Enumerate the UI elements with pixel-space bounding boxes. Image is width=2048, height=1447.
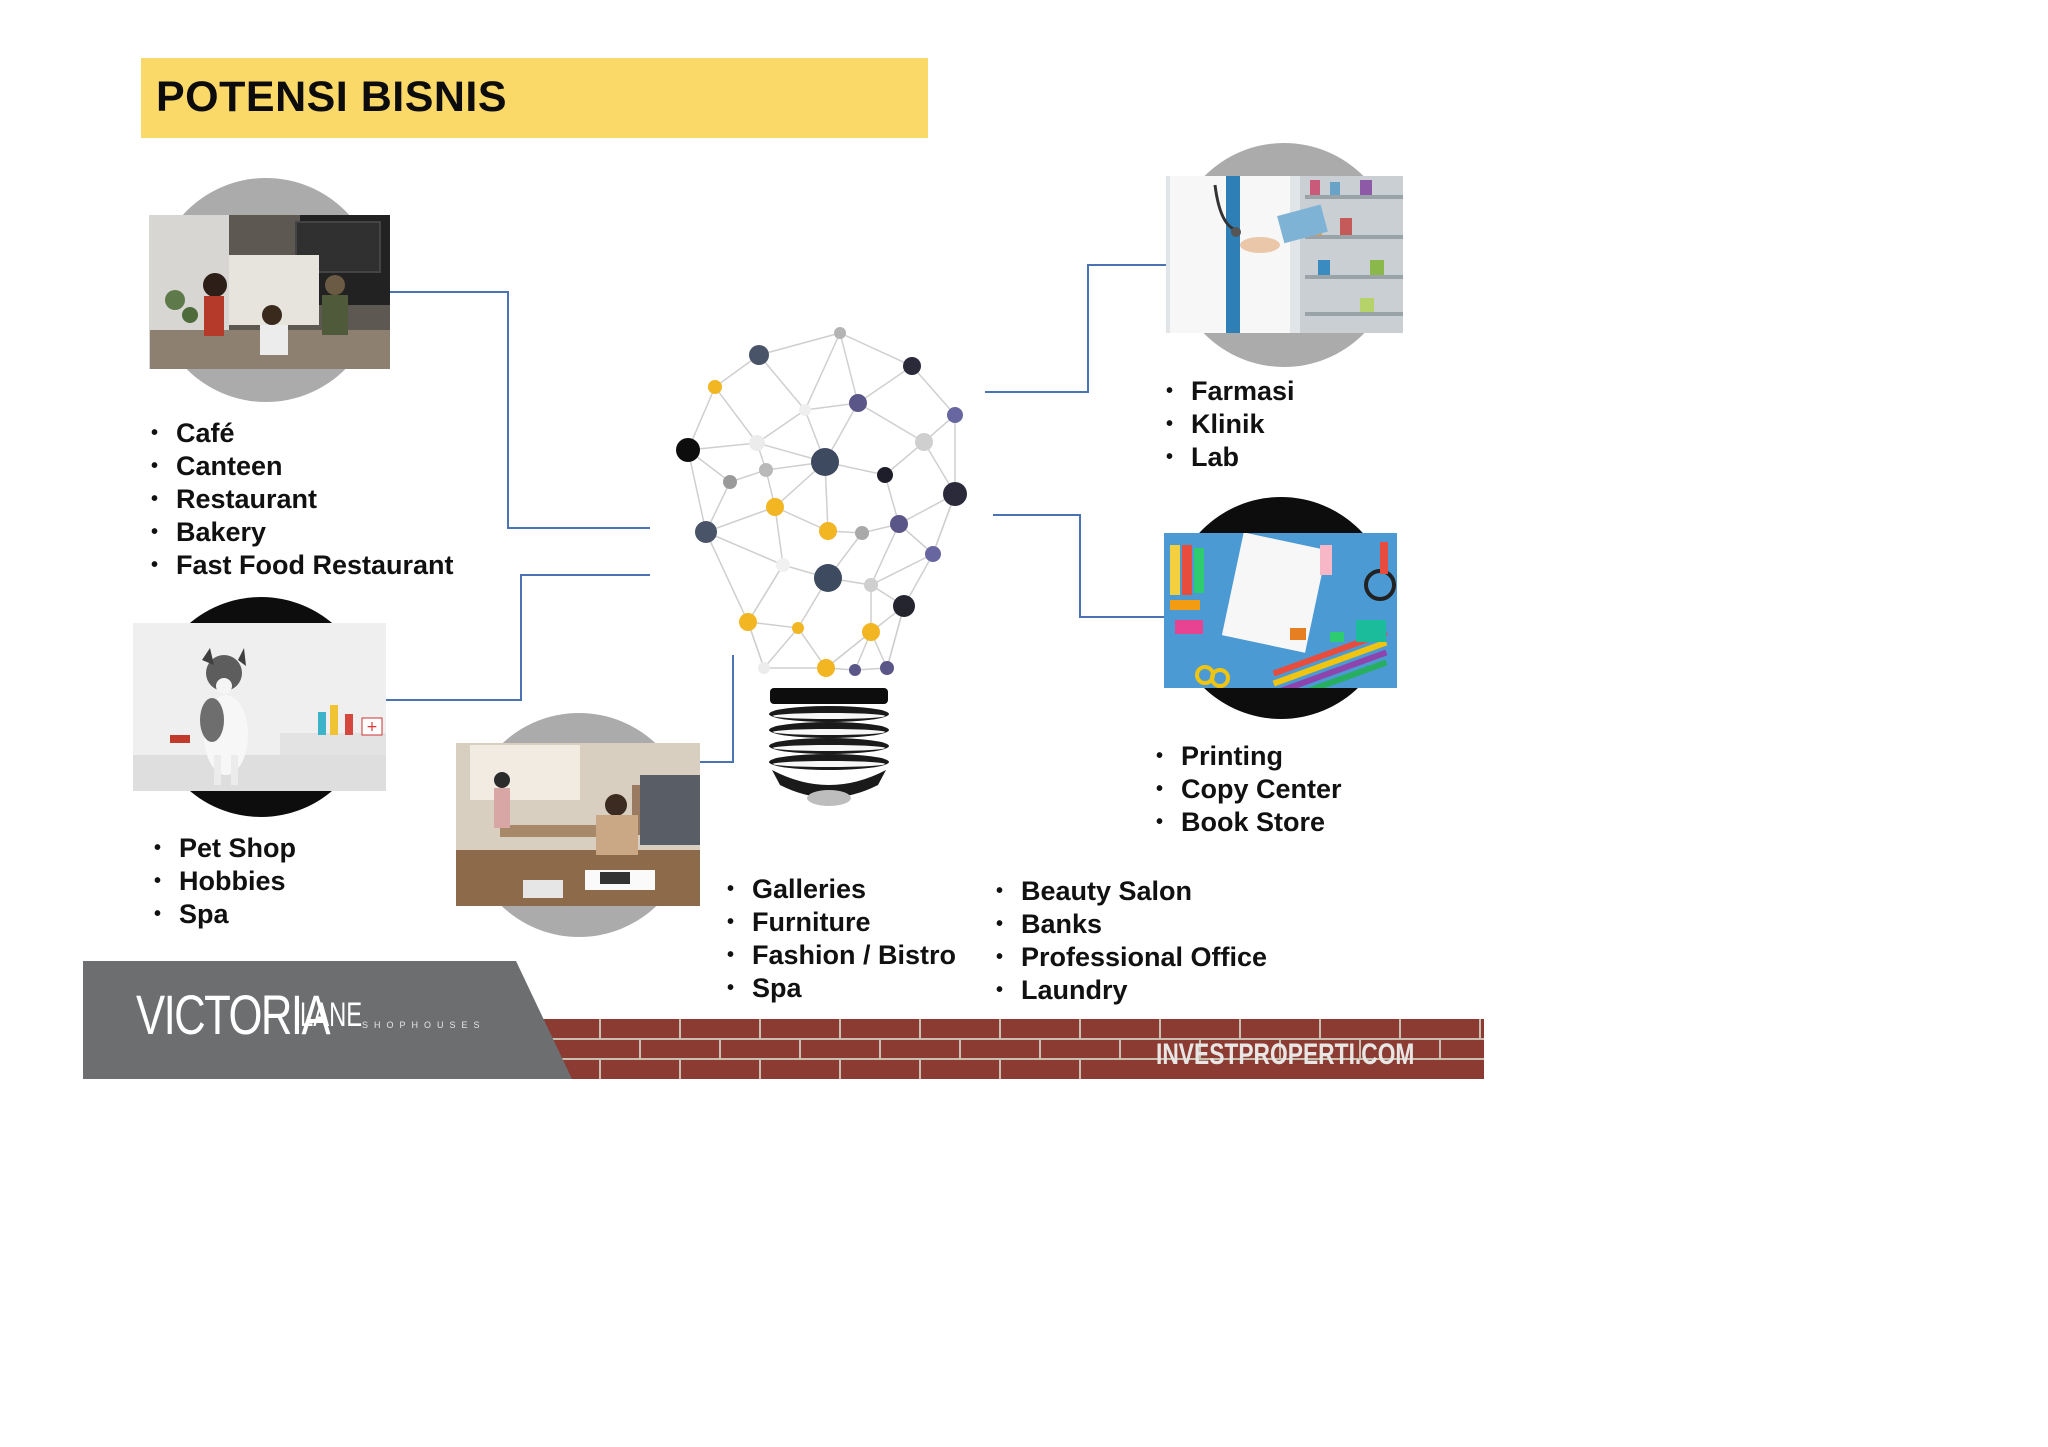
idea-bulb — [676, 327, 967, 806]
connector-lines — [386, 264, 1166, 763]
list-item: Pet Shop — [154, 832, 296, 865]
shop-photo — [456, 713, 700, 937]
pet-photo: + — [133, 597, 386, 817]
connector-cafe — [390, 291, 650, 529]
health-business-list: Farmasi Klinik Lab — [1166, 375, 1295, 474]
brand-logo-main: VICTORIA — [136, 983, 331, 1046]
list-item: Klinik — [1166, 408, 1295, 441]
list-item: Professional Office — [996, 941, 1267, 974]
list-item: Fast Food Restaurant — [151, 549, 454, 582]
pet-business-list: Pet Shop Hobbies Spa — [154, 832, 296, 931]
list-item: Book Store — [1156, 806, 1342, 839]
website-watermark: INVESTPROPERTI.COM — [1156, 1038, 1415, 1071]
stationery-photo — [1164, 497, 1397, 719]
list-item: Laundry — [996, 974, 1267, 1007]
print-business-list: Printing Copy Center Book Store — [1156, 740, 1342, 839]
brick-pattern — [540, 1019, 1484, 1079]
list-item: Furniture — [727, 906, 956, 939]
list-item: Spa — [154, 898, 296, 931]
list-item: Banks — [996, 908, 1267, 941]
list-item: Farmasi — [1166, 375, 1295, 408]
title-banner — [141, 58, 928, 138]
brand-logo-second: LANE — [300, 996, 363, 1034]
bulb-base — [769, 688, 889, 806]
footer-band — [83, 961, 1484, 1079]
bulb-network-lines — [687, 332, 957, 671]
list-item: Spa — [727, 972, 956, 1005]
list-item: Lab — [1166, 441, 1295, 474]
list-item: Galleries — [727, 873, 956, 906]
brand-logo-sub: SHOPHOUSES — [362, 1020, 486, 1030]
list-item: Beauty Salon — [996, 875, 1267, 908]
connector-pet — [386, 574, 650, 701]
list-item: Restaurant — [151, 483, 454, 516]
list-item: Café — [151, 417, 454, 450]
food-business-list: Café Canteen Restaurant Bakery Fast Food… — [151, 417, 454, 582]
page-title: POTENSI BISNIS — [156, 73, 508, 121]
list-item: Copy Center — [1156, 773, 1342, 806]
cafe-photo — [149, 178, 390, 402]
list-item: Printing — [1156, 740, 1342, 773]
retail-business-list: Galleries Furniture Fashion / Bistro Spa — [727, 873, 956, 1005]
list-item: Canteen — [151, 450, 454, 483]
svg-text:+: + — [366, 719, 378, 735]
list-item: Fashion / Bistro — [727, 939, 956, 972]
business-diagram: + — [83, 143, 1484, 1079]
connector-gallery — [700, 655, 734, 763]
service-business-list: Beauty Salon Banks Professional Office L… — [996, 875, 1267, 1007]
list-item: Bakery — [151, 516, 454, 549]
bulb-network-nodes — [676, 327, 967, 677]
list-item: Hobbies — [154, 865, 296, 898]
pharmacy-photo — [1166, 143, 1403, 367]
connector-print — [993, 514, 1164, 618]
connector-health — [985, 264, 1166, 393]
